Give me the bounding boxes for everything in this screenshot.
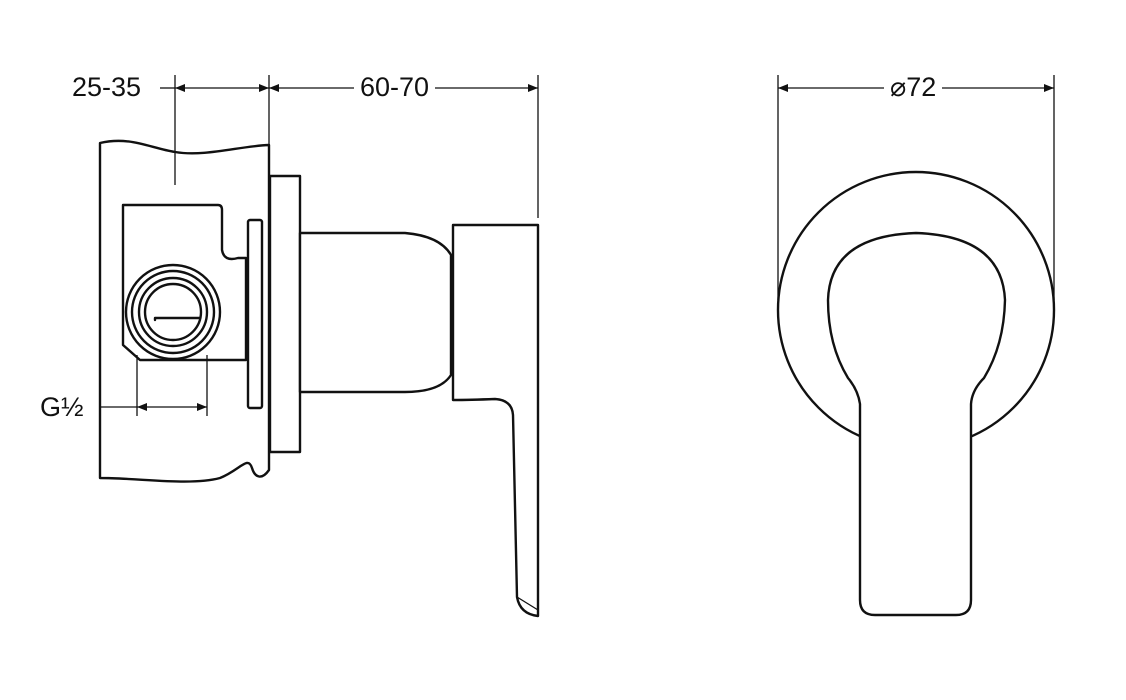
dim-diameter-label: ⌀72 [884,74,943,101]
side-view [98,139,540,618]
wall-section [98,139,271,483]
dim-projection-label: 60-70 [354,74,436,101]
pipe-connection [124,263,222,361]
valve-cavity [121,203,248,362]
lever-handle-side [451,223,540,618]
dim-wall-depth-label: 25-35 [66,74,148,101]
dimension-lines [100,75,1055,416]
mounting-plate [246,218,264,410]
front-view [776,170,1056,617]
valve-body [298,231,453,394]
lever-handle-front [826,231,1007,617]
dim-thread-label: G½ [36,394,88,421]
cover-flange [268,174,302,454]
